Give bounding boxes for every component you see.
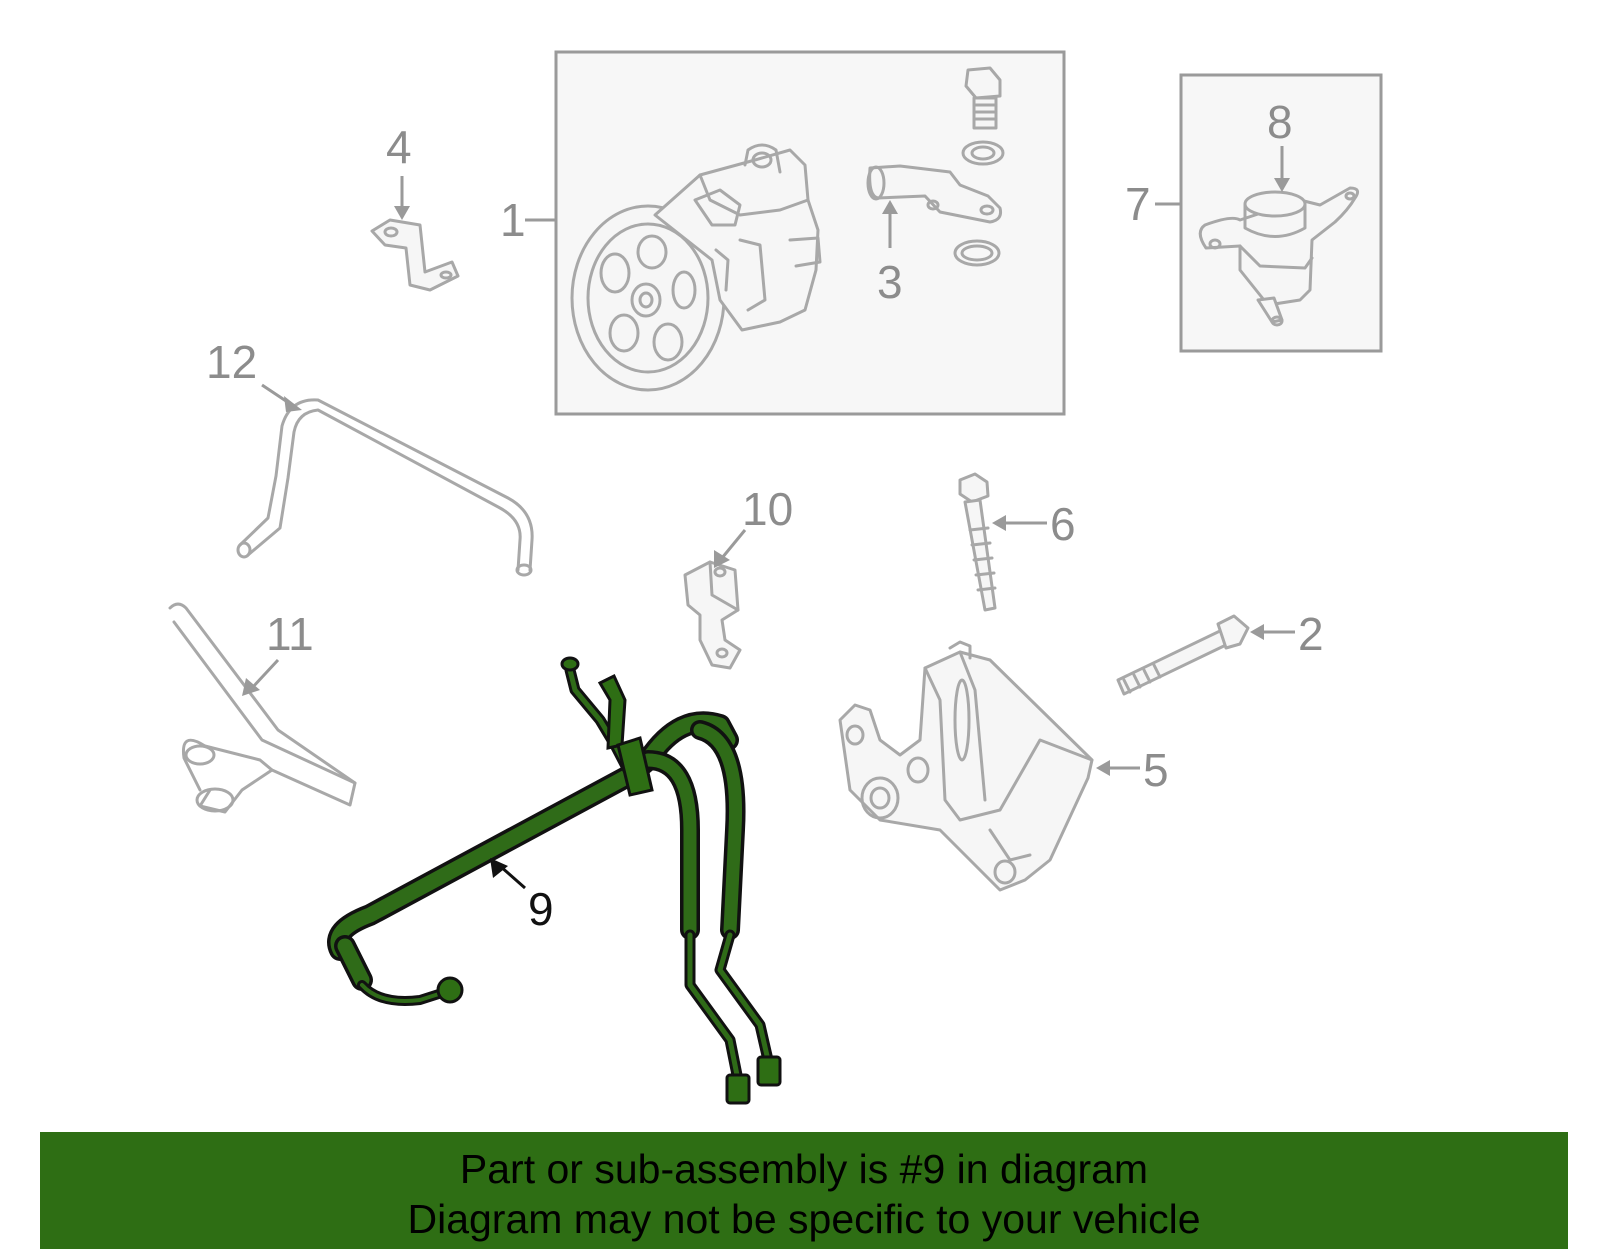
banner-line-1: Part or sub-assembly is #9 in diagram	[459, 1146, 1149, 1192]
callout-10: 10	[742, 483, 793, 535]
callout-6: 6	[1050, 498, 1076, 550]
callout-9: 9	[528, 883, 554, 935]
info-banner: Part or sub-assembly is #9 in diagram Di…	[40, 1132, 1568, 1249]
banner-line-2: Diagram may not be specific to your vehi…	[407, 1196, 1201, 1242]
mounting-bracket[interactable]	[838, 640, 1094, 892]
leader-2	[1250, 624, 1295, 640]
bracket-10[interactable]	[683, 560, 742, 670]
callout-12: 12	[206, 336, 257, 388]
leader-10	[714, 529, 747, 568]
callout-11: 11	[266, 608, 314, 660]
power-steering-pump[interactable]	[570, 143, 822, 392]
leader-8	[1274, 146, 1290, 192]
o-ring-lower[interactable]	[953, 239, 1001, 267]
o-ring-upper[interactable]	[961, 140, 1005, 166]
leader-11	[242, 658, 280, 696]
pump-bolt[interactable]	[964, 66, 1002, 130]
callout-1: 1	[500, 194, 526, 246]
leader-5	[1096, 760, 1140, 776]
callout-5: 5	[1143, 744, 1169, 796]
pump-fitting[interactable]	[866, 164, 1002, 224]
leader-6	[992, 515, 1047, 531]
callout-8: 8	[1267, 96, 1293, 148]
pressure-hose-assembly[interactable]	[327, 656, 782, 1105]
callout-2: 2	[1298, 608, 1324, 660]
leader-12	[261, 383, 302, 412]
leader-4	[394, 176, 410, 220]
leader-9	[490, 858, 526, 890]
reservoir[interactable]	[1198, 186, 1360, 327]
bolt-6[interactable]	[958, 472, 997, 612]
callout-4: 4	[386, 121, 412, 173]
hose-12[interactable]	[236, 398, 534, 577]
callout-7: 7	[1125, 178, 1151, 230]
bracket-4[interactable]	[370, 218, 460, 292]
callout-3: 3	[877, 256, 903, 308]
bolt-2[interactable]	[1116, 614, 1250, 696]
hose-11[interactable]	[168, 602, 357, 814]
leader-3	[882, 200, 898, 248]
